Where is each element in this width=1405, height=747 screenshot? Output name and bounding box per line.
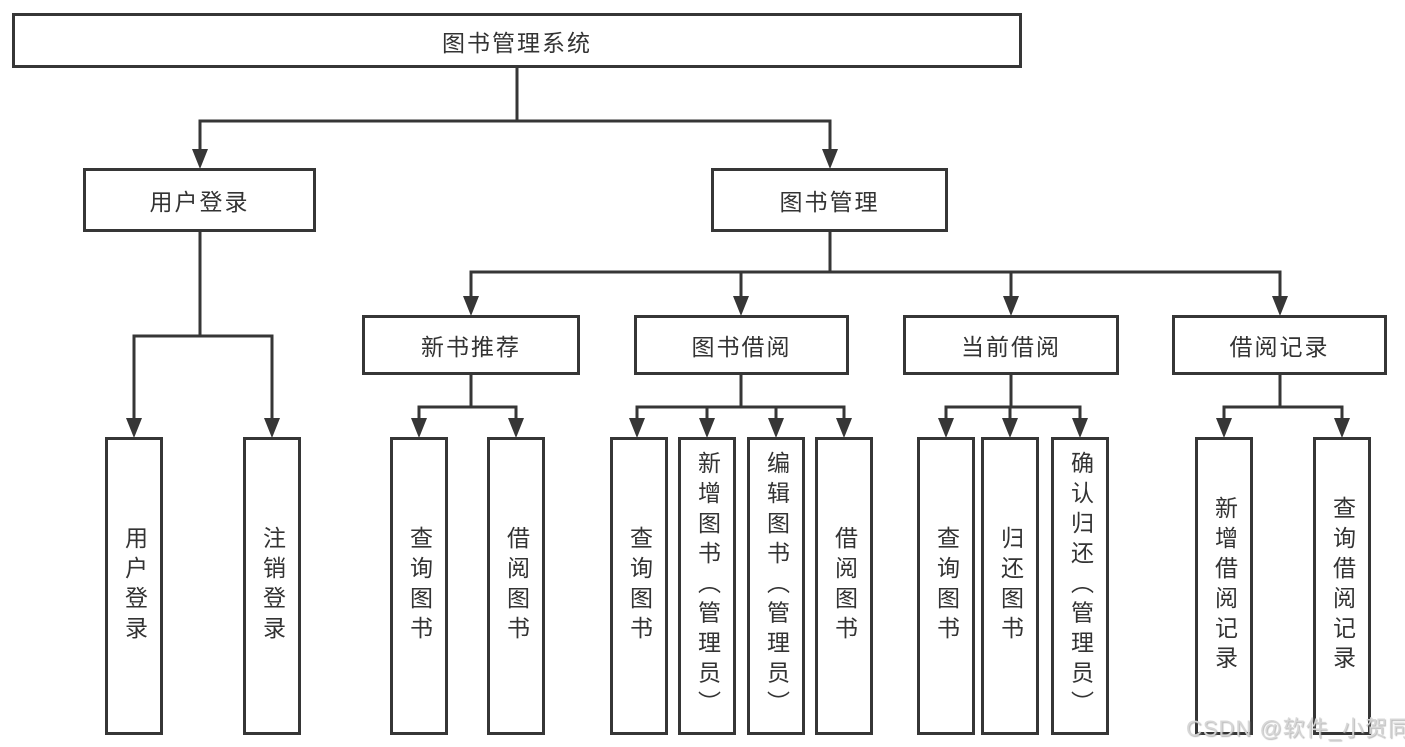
node-user-login: 用户登录 [83,168,316,232]
csdn-watermark: CSDN @软件_小贺同学 [1186,716,1405,741]
leaf-query-books-recommend: 查询图书 [390,437,448,735]
leaf-label: 编辑图书（管理员） [763,451,790,721]
leaf-label: 借阅图书 [503,526,530,646]
node-label: 用户登录 [149,189,250,215]
leaf-logout: 注销登录 [243,437,301,735]
leaf-borrow-books-borrowing: 借阅图书 [815,437,873,735]
leaf-label: 注销登录 [259,526,286,646]
leaf-add-books-admin: 新增图书（管理员） [678,437,736,735]
leaf-label: 新增图书（管理员） [694,451,721,721]
node-book-borrowing: 图书借阅 [634,315,849,375]
node-current-borrowing: 当前借阅 [903,315,1119,375]
leaf-query-books-current: 查询图书 [917,437,975,735]
leaf-label: 查询图书 [406,526,433,646]
node-label: 图书管理系统 [442,29,592,56]
node-book-management: 图书管理 [711,168,948,232]
leaf-return-books: 归还图书 [981,437,1039,735]
leaf-add-borrow-record: 新增借阅记录 [1195,437,1253,735]
leaf-label: 查询借阅记录 [1329,496,1356,676]
leaf-label: 借阅图书 [831,526,858,646]
leaf-confirm-return-admin: 确认归还（管理员） [1051,437,1109,735]
node-borrowing-records: 借阅记录 [1172,315,1387,375]
leaf-label: 确认归还（管理员） [1067,451,1094,721]
leaf-borrow-books-recommend: 借阅图书 [487,437,545,735]
leaf-query-borrow-record: 查询借阅记录 [1313,437,1371,735]
node-label: 图书管理 [779,189,880,215]
leaf-label: 新增借阅记录 [1211,496,1238,676]
leaf-label: 查询图书 [933,526,960,646]
leaf-edit-books-admin: 编辑图书（管理员） [747,437,805,735]
node-new-book-recommend: 新书推荐 [362,315,580,375]
leaf-label: 用户登录 [121,526,148,646]
node-label: 借阅记录 [1229,334,1330,360]
leaf-label: 归还图书 [997,526,1024,646]
leaf-query-books-borrowing: 查询图书 [610,437,668,735]
node-label: 当前借阅 [961,334,1061,360]
leaf-label: 查询图书 [626,526,653,646]
node-label: 图书借阅 [691,334,792,360]
leaf-user-login: 用户登录 [105,437,163,735]
node-library-management-system: 图书管理系统 [12,13,1022,68]
node-label: 新书推荐 [421,334,521,360]
